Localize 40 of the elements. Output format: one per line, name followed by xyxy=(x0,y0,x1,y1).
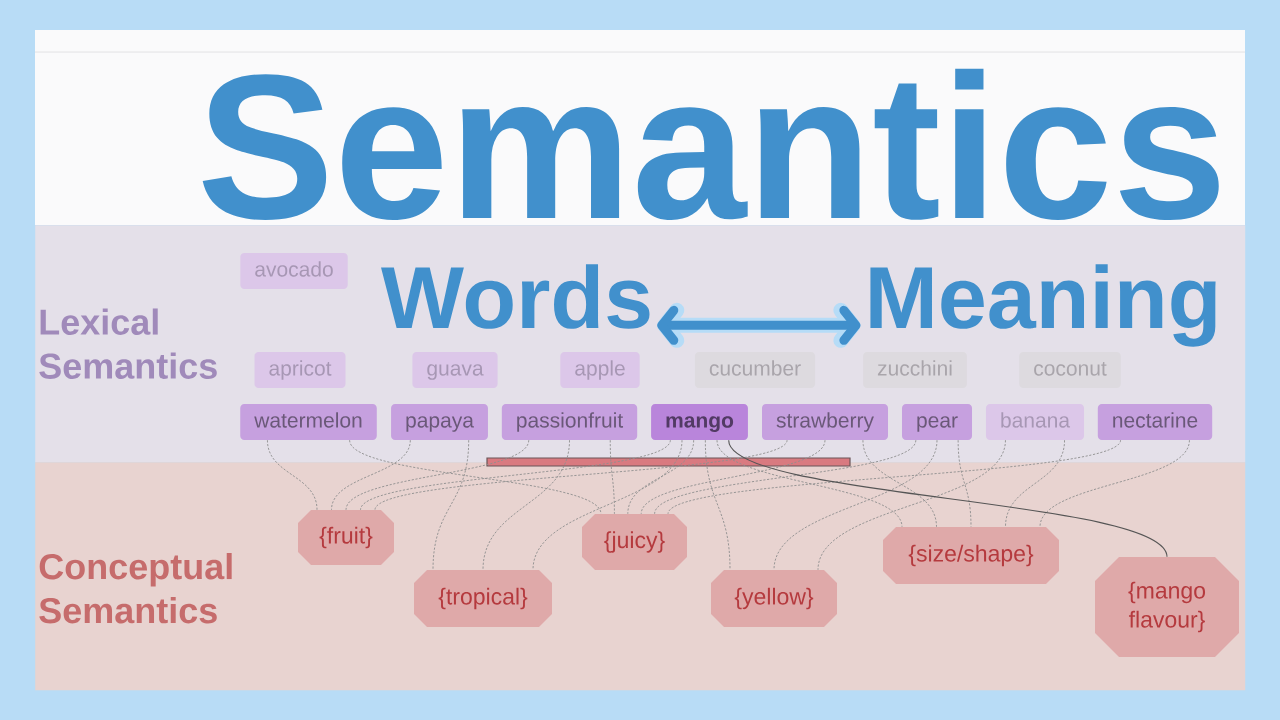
word-tag: watermelon xyxy=(240,404,377,440)
double-arrow xyxy=(657,302,861,348)
connector-line xyxy=(627,439,695,515)
word-tag: papaya xyxy=(391,404,488,440)
connector-line xyxy=(654,439,917,515)
word-tag: mango xyxy=(651,404,748,440)
connector-line xyxy=(1005,439,1065,528)
subtitle-word: Meaning xyxy=(870,264,1216,347)
concept-tag: {size/shape} xyxy=(883,527,1059,584)
connector-line xyxy=(716,439,903,528)
concept-tag: {fruit} xyxy=(298,510,394,565)
connector-line xyxy=(640,439,826,515)
concept-tag: {juicy} xyxy=(582,514,687,570)
connector-line xyxy=(345,439,530,511)
connector-line xyxy=(331,439,411,511)
word-tag: nectarine xyxy=(1097,404,1213,440)
connector-line xyxy=(862,439,937,528)
connector-line xyxy=(728,439,1168,558)
connector-line xyxy=(773,439,938,571)
connector-line xyxy=(432,439,470,571)
connector-line xyxy=(957,439,972,528)
connector-line xyxy=(374,439,788,511)
connector-line xyxy=(266,439,318,511)
word-tag: pear xyxy=(902,404,972,440)
connector-line xyxy=(482,439,570,571)
connector-line xyxy=(1039,439,1190,528)
word-tag: strawberry xyxy=(762,404,888,440)
connector-line xyxy=(360,439,671,511)
concept-tag: {tropical} xyxy=(414,570,552,627)
connector-line xyxy=(667,439,1121,515)
connector-line xyxy=(609,439,615,515)
concept-tag: {mango flavour} xyxy=(1095,557,1239,657)
connector-line xyxy=(817,439,1006,571)
subtitle-word: Words xyxy=(381,264,650,329)
title-banner: Semantics xyxy=(35,30,1245,225)
word-tag: passionfruit xyxy=(501,404,638,440)
concept-tag: {yellow} xyxy=(711,570,837,627)
connector-line xyxy=(704,439,731,571)
connector-line xyxy=(532,439,683,571)
connector-line xyxy=(349,439,602,515)
